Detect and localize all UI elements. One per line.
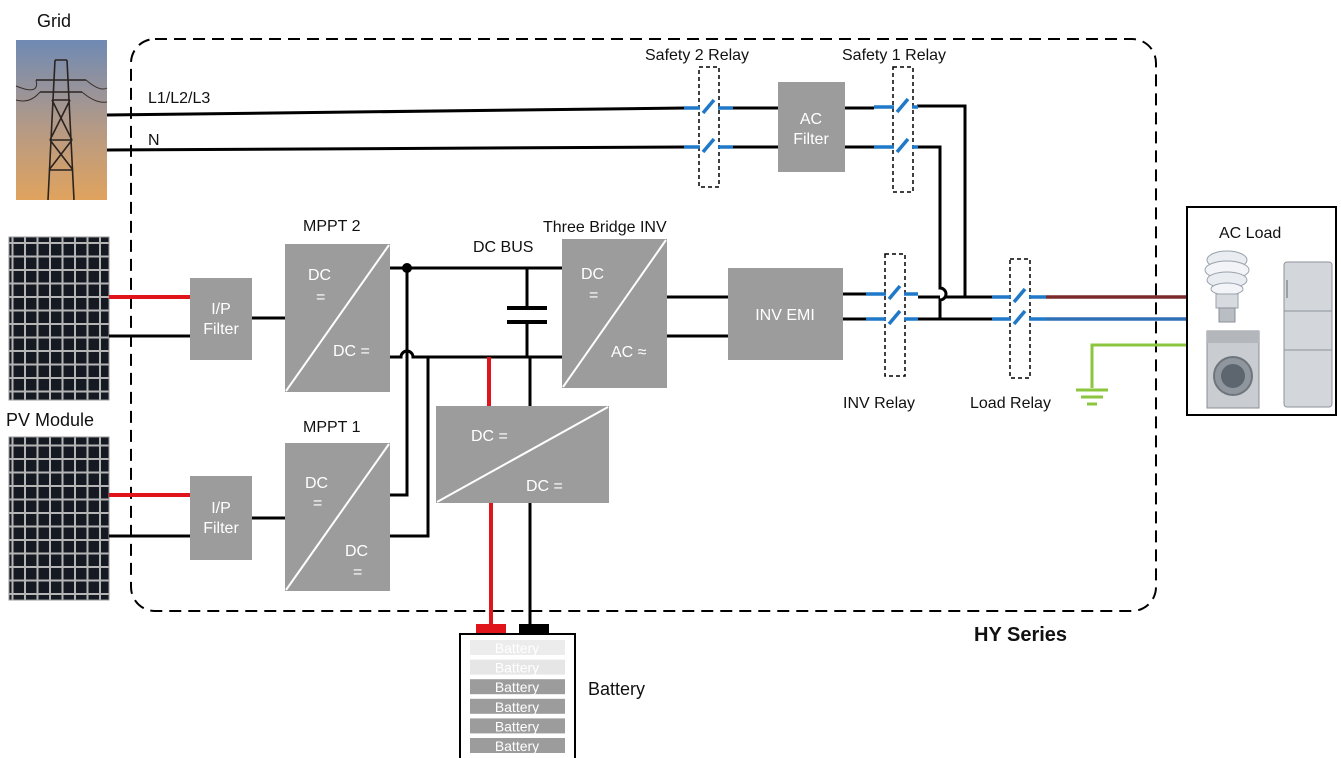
mppt2-label: MPPT 2 (303, 218, 361, 235)
washer-icon (1206, 330, 1260, 409)
neutral-label: N (148, 132, 160, 149)
solar-panel-icon (8, 436, 110, 601)
ip-filter-2-label-1: I/P (211, 301, 231, 318)
fridge-icon (1283, 261, 1333, 408)
load-relay-label: Load Relay (970, 395, 1051, 412)
mppt2-diagonal (285, 244, 390, 392)
phases-label: L1/L2/L3 (148, 90, 210, 107)
ac-filter-label-1: AC (800, 111, 822, 128)
mppt1-dc-out: DC (345, 543, 368, 560)
three-bridge-inv-label: Three Bridge INV (543, 219, 667, 236)
safety1-phase-out (917, 104, 967, 297)
battery-cell (470, 738, 565, 753)
dc-bus-label: DC BUS (473, 239, 533, 256)
battery-cells: BatteryBatteryBatteryBatteryBatteryBatte… (470, 640, 565, 754)
safety1-relay (892, 66, 914, 193)
grid-phase-line (106, 106, 687, 117)
mppt2-eq-in: = (316, 289, 325, 306)
dcdc-dc-top: DC = (471, 428, 508, 445)
hy-series-enclosure (130, 38, 1157, 612)
ip-filter-1-label-2: Filter (203, 520, 239, 537)
safety2-relay-label: Safety 2 Relay (645, 47, 749, 64)
battery-cell (470, 659, 565, 675)
battery-cell-label: Battery (495, 738, 539, 754)
series-label: HY Series (974, 624, 1067, 646)
mppt1-eq-out: = (353, 564, 362, 581)
dc-bus-capacitor (507, 306, 547, 324)
bulb-icon (1204, 250, 1250, 323)
mppt1-negative-link (390, 357, 430, 538)
battery-label: Battery (588, 679, 645, 699)
inverter-diagonal (562, 239, 667, 388)
load-relay-contacts (992, 287, 1046, 326)
battery-cell (470, 679, 565, 695)
ip-filter-2-label-2: Filter (203, 321, 239, 338)
battery-cell (470, 718, 565, 734)
ip-filter-1-label-1: I/P (211, 500, 231, 517)
safety1-neutral-out (917, 145, 948, 320)
mppt2-dc-out: DC = (333, 343, 370, 360)
ip-filter-2-block (190, 278, 252, 360)
dcdc-diagonal (436, 406, 609, 503)
solar-panel-icon (8, 236, 110, 401)
ac-filter-label-2: Filter (793, 131, 829, 148)
ac-load-label: AC Load (1219, 225, 1281, 242)
mppt2-dc-in: DC (308, 267, 331, 284)
inv-relay-label: INV Relay (843, 395, 915, 412)
battery-cell-label: Battery (495, 679, 539, 695)
battery-positive-terminal (476, 624, 506, 635)
safety2-relay (698, 66, 720, 188)
inverter-eq: = (589, 287, 598, 304)
inverter-dc: DC (581, 266, 604, 283)
battery-negative-terminal (519, 624, 549, 635)
ground-icon (1076, 388, 1108, 406)
mppt1-dc-in: DC (305, 475, 328, 492)
safety1-relay-label: Safety 1 Relay (842, 47, 946, 64)
grid-label: Grid (37, 11, 71, 31)
mppt1-positive-link (390, 268, 409, 497)
battery-pack (459, 633, 576, 758)
dc-bus-negative (390, 349, 562, 359)
inv-emi-label: INV EMI (755, 307, 815, 324)
battery-cell-label: Battery (495, 718, 539, 734)
inverter-ac: AC ≈ (611, 344, 647, 361)
ground-wire (1090, 343, 1188, 388)
ip-filter-1-block (190, 476, 252, 560)
mppt1-eq-in: = (313, 495, 322, 512)
safety2-contacts (684, 98, 733, 154)
grid-neutral-line (106, 145, 687, 152)
inv-relay-contacts (866, 284, 918, 326)
pv-module-label: PV Module (6, 410, 94, 430)
ac-filter-block (778, 82, 845, 172)
inv-emi-block (728, 268, 843, 360)
mppt1-diagonal (285, 443, 390, 591)
safety1-contacts (874, 97, 918, 154)
battery-cell (470, 640, 565, 655)
battery-cell (470, 698, 565, 714)
pylon-icon (15, 40, 108, 201)
dcdc-dc-bottom: DC = (526, 478, 563, 495)
battery-cell-label: Battery (495, 699, 539, 715)
battery-cell-label: Battery (495, 640, 539, 656)
battery-cell-label: Battery (495, 660, 539, 676)
inv-relay-out (918, 295, 994, 321)
mppt1-label: MPPT 1 (303, 419, 361, 436)
inv-relay (884, 253, 906, 377)
